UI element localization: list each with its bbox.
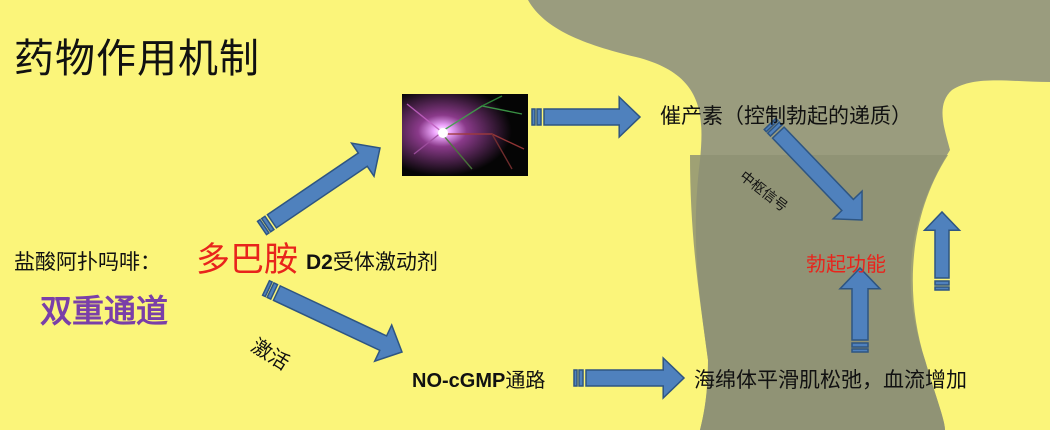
agonist-label: D2受体激动剂 <box>306 246 438 276</box>
arrow-up-to-erection <box>838 266 882 353</box>
nocgmp-label: NO-cGMP通路 <box>412 364 545 393</box>
nocgmp-code: NO-cGMP <box>412 370 506 392</box>
neuron-image <box>402 94 528 176</box>
arrow-to-neuron <box>256 142 381 236</box>
page-title: 药物作用机制 <box>14 36 260 82</box>
dual-pathway-label: 双重通道 <box>40 292 169 330</box>
agonist-code: D2 <box>306 251 333 274</box>
drug-label: 盐酸阿扑吗啡： <box>14 250 161 274</box>
nocgmp-suffix: 通路 <box>505 368 546 392</box>
dopamine-label: 多巴胺 <box>196 240 298 280</box>
prolactin-label: 催产素（控制勃起的递质） <box>660 104 912 128</box>
arrow-activate <box>261 279 403 363</box>
arrow-up-right <box>922 210 962 291</box>
arrow-to-smooth-muscle <box>573 356 686 400</box>
agonist-suffix: 受体激动剂 <box>332 250 438 274</box>
arrow-central-signal <box>763 117 863 221</box>
arrow-to-prolactin <box>531 95 642 139</box>
erection-label: 勃起功能 <box>806 252 886 276</box>
smooth-muscle-label: 海绵体平滑肌松弛，血流增加 <box>694 368 967 392</box>
silhouette-shade <box>690 155 948 430</box>
